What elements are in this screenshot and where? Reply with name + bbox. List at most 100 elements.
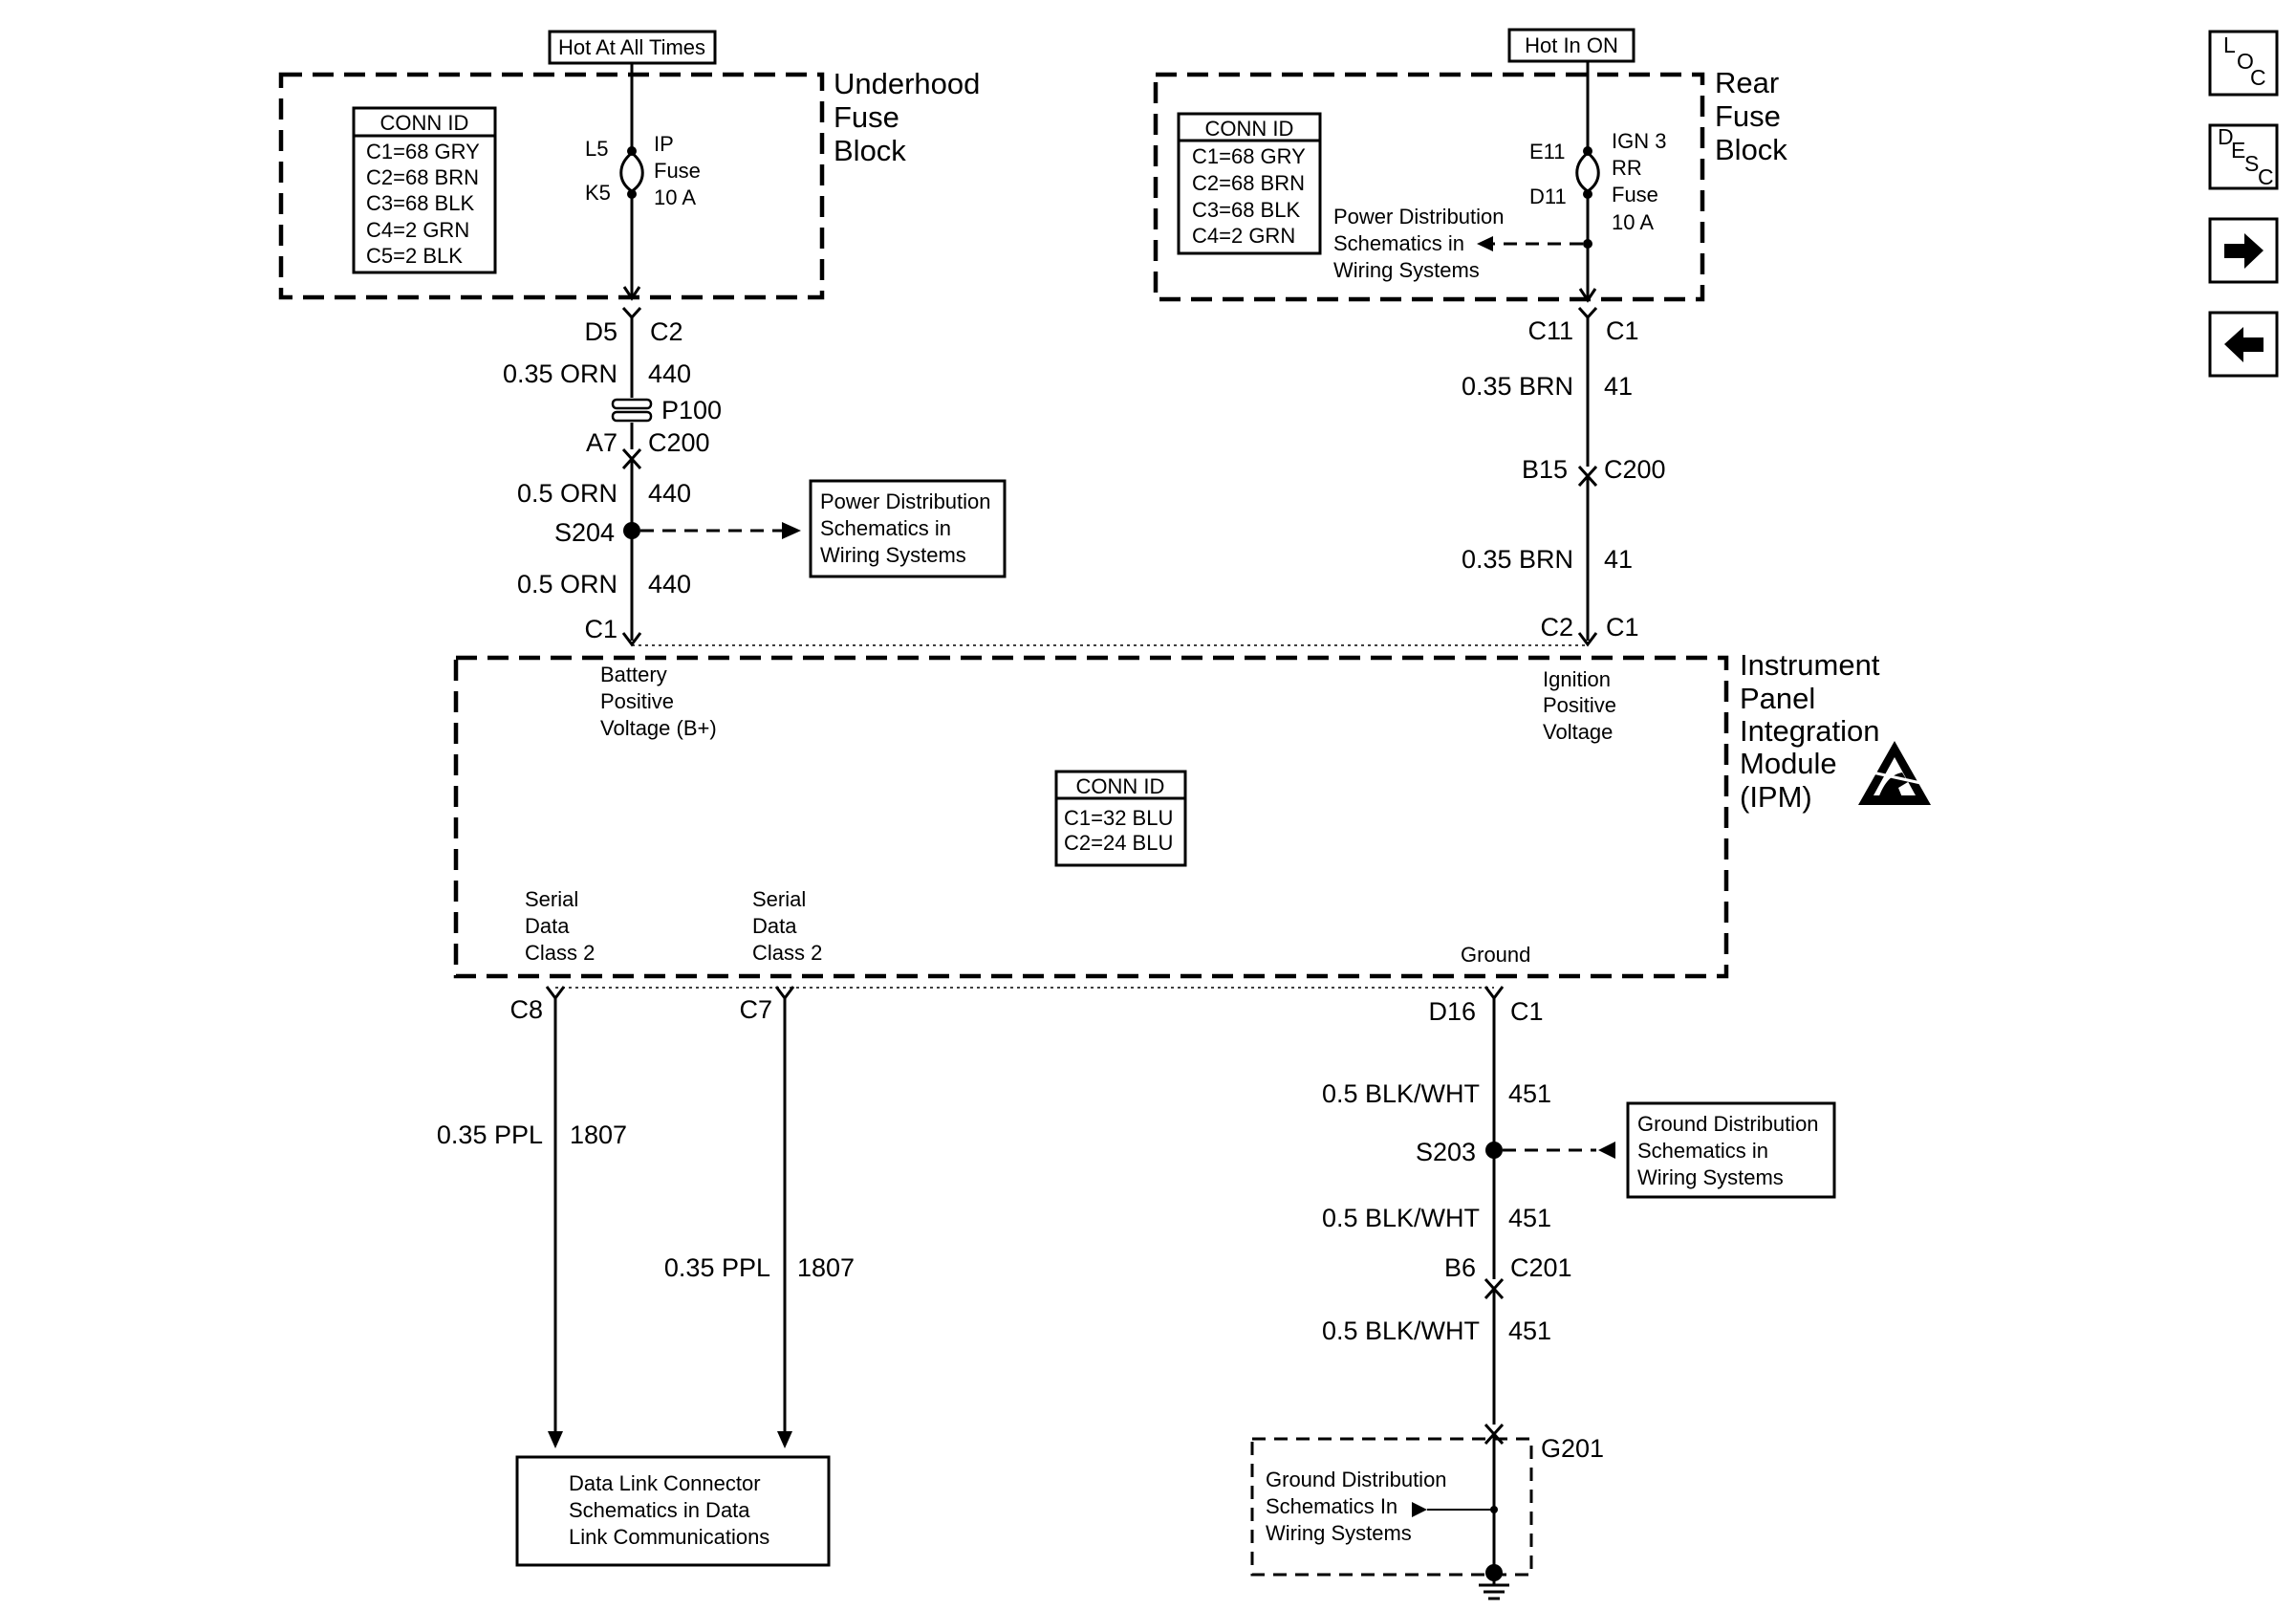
svg-text:L5: L5	[585, 137, 608, 161]
svg-text:Panel: Panel	[1740, 682, 1815, 715]
svg-text:Positive: Positive	[1543, 693, 1616, 717]
splice-s204	[623, 522, 640, 539]
svg-text:10 A: 10 A	[1612, 210, 1654, 234]
right-arrow-icon	[2224, 233, 2264, 269]
svg-text:1807: 1807	[570, 1120, 627, 1149]
svg-text:Schematics in: Schematics in	[1333, 231, 1464, 255]
svg-text:Wiring Systems: Wiring Systems	[1266, 1521, 1412, 1545]
svg-text:0.5 ORN: 0.5 ORN	[517, 479, 617, 508]
svg-text:0.35 BRN: 0.35 BRN	[1462, 372, 1573, 401]
svg-text:0.5 ORN: 0.5 ORN	[517, 570, 617, 598]
svg-text:Ignition: Ignition	[1543, 667, 1611, 691]
svg-text:CONN ID: CONN ID	[380, 111, 469, 135]
rear-title-3: Block	[1715, 133, 1787, 166]
previous-page-button[interactable]	[2208, 311, 2279, 378]
svg-text:S: S	[2244, 151, 2259, 176]
conn-c1-ground: C1	[1510, 997, 1544, 1026]
svg-text:41: 41	[1604, 545, 1633, 574]
p100-pass-through: P100	[611, 396, 722, 424]
circuit-440: D5 C2 0.35 ORN 440 P100 A7 C200 0.5 ORN …	[503, 306, 1007, 647]
svg-text:Hot In ON: Hot In ON	[1525, 33, 1618, 57]
svg-text:Voltage: Voltage	[1543, 720, 1613, 744]
desc-button[interactable]: D E S C	[2208, 123, 2279, 190]
svg-text:Schematics in: Schematics in	[1637, 1139, 1768, 1163]
svg-text:451: 451	[1508, 1204, 1551, 1232]
svg-text:L: L	[2223, 33, 2236, 57]
svg-text:0.35 PPL: 0.35 PPL	[664, 1253, 770, 1282]
underhood-title-2: Fuse	[834, 100, 899, 134]
underhood-fuse-block: Underhood Fuse Block CONN ID C1=68 GRY C…	[278, 63, 980, 301]
ign3-rr-fuse: E11 D11 IGN 3 RR Fuse 10 A	[1529, 61, 1666, 303]
svg-text:Module: Module	[1740, 747, 1837, 780]
rear-title-1: Rear	[1715, 66, 1779, 99]
svg-text:Wiring Systems: Wiring Systems	[820, 543, 966, 567]
svg-text:C: C	[2250, 65, 2266, 90]
conn-c2: C2	[650, 317, 683, 346]
svg-text:D11: D11	[1529, 185, 1567, 208]
conn-c1-rear: C1	[1606, 316, 1639, 345]
loc-button[interactable]: L O C	[2208, 30, 2279, 97]
svg-text:Fuse: Fuse	[654, 159, 701, 183]
svg-text:Data: Data	[525, 914, 570, 938]
conn-c200-left: C200	[648, 428, 710, 457]
instrument-panel-integration-module: Instrument Panel Integration Module (IPM…	[453, 648, 1931, 979]
esd-warning-icon	[1858, 741, 1931, 805]
svg-text:451: 451	[1508, 1316, 1551, 1345]
svg-text:C2=68 BRN: C2=68 BRN	[1192, 171, 1305, 195]
underhood-title-3: Block	[834, 134, 906, 167]
svg-text:O: O	[2237, 49, 2254, 74]
svg-text:C3=68 BLK: C3=68 BLK	[366, 191, 474, 215]
svg-text:Schematics In: Schematics In	[1266, 1494, 1397, 1518]
svg-text:Ground: Ground	[1461, 943, 1530, 967]
svg-text:RR: RR	[1612, 156, 1642, 180]
pin-c11: C11	[1527, 316, 1573, 345]
svg-text:Data Link Connector: Data Link Connector	[569, 1471, 761, 1495]
svg-text:P100: P100	[661, 396, 722, 424]
next-page-button[interactable]	[2208, 217, 2279, 284]
svg-text:Data: Data	[752, 914, 797, 938]
svg-text:Ground Distribution: Ground Distribution	[1266, 1468, 1447, 1491]
ground-distribution-ref-g201[interactable]: Ground Distribution Schematics In Wiring…	[1266, 1468, 1447, 1545]
svg-text:Schematics in: Schematics in	[820, 516, 951, 540]
svg-text:Class 2: Class 2	[525, 941, 595, 965]
svg-text:C2=68 BRN: C2=68 BRN	[366, 165, 479, 189]
splice-s203	[1485, 1142, 1503, 1159]
svg-text:IP: IP	[654, 132, 674, 156]
conn-c1-ipm: C1	[1606, 613, 1639, 642]
svg-text:C5=2 BLK: C5=2 BLK	[366, 244, 463, 268]
svg-text:S203: S203	[1416, 1138, 1476, 1166]
pin-d5: D5	[584, 317, 617, 346]
hot-in-on-label: Hot In ON	[1507, 28, 1635, 63]
svg-text:Power Distribution: Power Distribution	[820, 490, 991, 513]
circuit-451: D16 C1 0.5 BLK/WHT 451 S203 Ground Distr…	[1250, 986, 1836, 1600]
rear-title-2: Fuse	[1715, 99, 1781, 133]
rear-conn-id-table: CONN ID C1=68 GRY C2=68 BRN C3=68 BLK C4…	[1177, 112, 1322, 255]
svg-text:440: 440	[648, 479, 691, 508]
left-arrow-icon	[2224, 327, 2264, 362]
svg-text:CONN ID: CONN ID	[1076, 774, 1165, 798]
svg-text:0.5 BLK/WHT: 0.5 BLK/WHT	[1322, 1316, 1480, 1345]
svg-text:C2=24 BLU: C2=24 BLU	[1064, 831, 1173, 855]
svg-text:IGN 3: IGN 3	[1612, 129, 1666, 153]
svg-text:0.35 ORN: 0.35 ORN	[503, 359, 617, 388]
svg-text:CONN ID: CONN ID	[1205, 117, 1294, 141]
svg-text:Ground Distribution: Ground Distribution	[1637, 1112, 1819, 1136]
svg-text:(IPM): (IPM)	[1740, 780, 1812, 814]
svg-text:Hot At All Times: Hot At All Times	[558, 35, 705, 59]
underhood-title-1: Underhood	[834, 67, 980, 100]
svg-text:C4=2 GRN: C4=2 GRN	[1192, 224, 1295, 248]
pin-c7: C7	[739, 995, 772, 1024]
svg-text:Class 2: Class 2	[752, 941, 822, 965]
ground-distribution-ref[interactable]: Ground Distribution Schematics in Wiring…	[1626, 1101, 1836, 1199]
svg-text:10 A: 10 A	[654, 185, 696, 209]
svg-text:Wiring Systems: Wiring Systems	[1333, 258, 1480, 282]
svg-text:C1=68 GRY: C1=68 GRY	[366, 140, 480, 163]
left-power-distribution-ref[interactable]: Power Distribution Schematics in Wiring …	[809, 479, 1007, 578]
svg-text:1807: 1807	[797, 1253, 855, 1282]
rear-power-distribution-ref[interactable]: Power Distribution Schematics in Wiring …	[1333, 205, 1583, 282]
data-link-connector-ref[interactable]: Data Link Connector Schematics in Data L…	[515, 1455, 831, 1567]
pin-c8: C8	[509, 995, 543, 1024]
pin-d16: D16	[1428, 997, 1476, 1026]
serial-data-circuits: C8 C7 0.35 PPL 1807 0.35 PPL 1807 Data L…	[437, 986, 855, 1567]
